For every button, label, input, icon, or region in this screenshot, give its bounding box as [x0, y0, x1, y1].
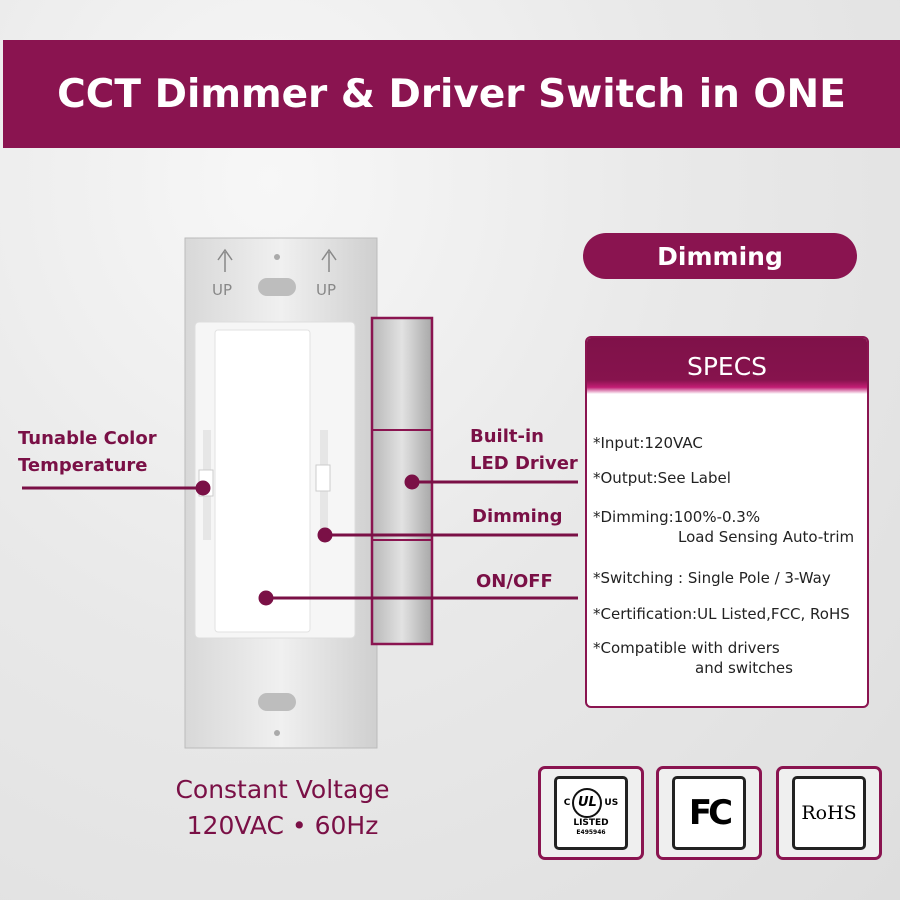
ul-listed-badge: C UL US LISTED E495946 — [538, 766, 644, 860]
spec-dimming: *Dimming:100%-0.3%Load Sensing Auto-trim — [593, 508, 855, 546]
fcc-logo-icon: FC — [688, 793, 733, 833]
plate-slot-top — [258, 278, 296, 296]
fcc-badge: FC — [656, 766, 762, 860]
voltage-info: Constant Voltage 120VAC • 60Hz — [150, 772, 415, 844]
callout-onoff: ON/OFF — [476, 571, 553, 592]
specs-panel: SPECS *Input:120VAC *Output:See Label *D… — [585, 336, 869, 708]
callout-dimming: Dimming — [472, 506, 563, 527]
ul-logo-icon: C UL US — [564, 788, 618, 818]
title: CCT Dimmer & Driver Switch in ONE — [57, 71, 846, 117]
callout-tunable-color: Tunable Color Temperature — [18, 428, 157, 476]
voltage-line2: 120VAC • 60Hz — [186, 811, 379, 840]
dimming-pill: Dimming — [583, 233, 857, 279]
dimming-slider — [315, 464, 331, 492]
ontoff-paddle — [214, 329, 311, 633]
spec-switching: *Switching : Single Pole / 3-Way — [593, 569, 831, 587]
spec-output: *Output:See Label — [593, 469, 731, 487]
dimming-pill-label: Dimming — [657, 241, 783, 271]
spec-input: *Input:120VAC — [593, 434, 703, 452]
title-banner: CCT Dimmer & Driver Switch in ONE — [3, 40, 900, 148]
rohs-logo-icon: RoHS — [801, 802, 857, 824]
spec-certification: *Certification:UL Listed,FCC, RoHS — [593, 605, 850, 623]
rohs-badge: RoHS — [776, 766, 882, 860]
callout-led-driver: Built-in LED Driver — [470, 426, 578, 474]
voltage-line1: Constant Voltage — [175, 775, 390, 804]
specs-title: SPECS — [587, 338, 867, 394]
up-label-right: UP — [316, 281, 337, 299]
up-arrow-right-icon — [321, 248, 337, 272]
up-arrow-left-icon — [217, 248, 233, 272]
plate-slot-bottom — [258, 693, 296, 711]
up-label-left: UP — [212, 281, 233, 299]
